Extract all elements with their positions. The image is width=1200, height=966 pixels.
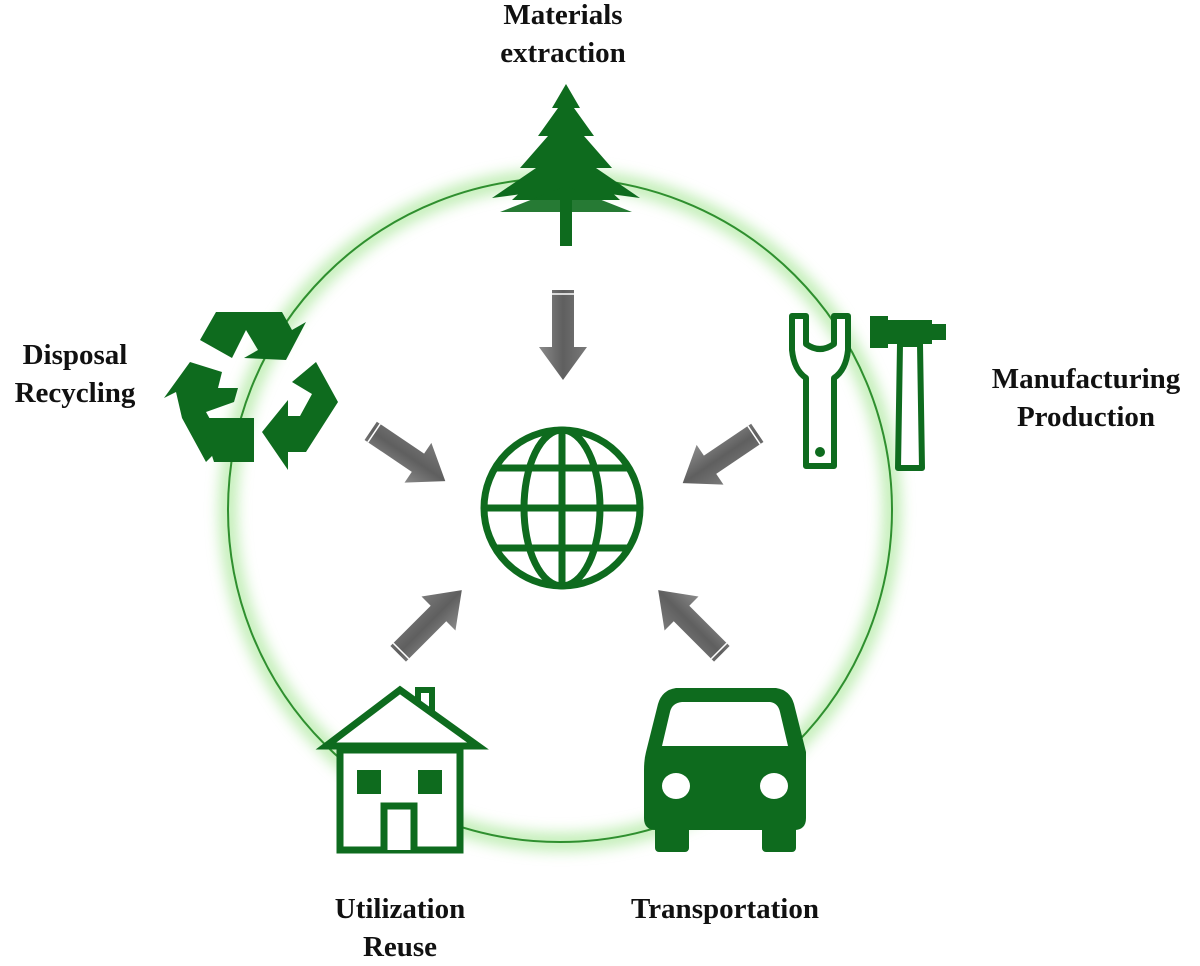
arrow-utilization [390,590,462,662]
arrow-manufacturing [682,423,764,485]
car-icon [644,688,806,852]
arrow-disposal [364,421,446,483]
arrow-transportation [658,590,730,662]
arrow-icon [390,590,462,662]
arrow-icon [682,423,764,485]
label-utilization-line2: Reuse [362,931,438,963]
arrow-icon [658,590,730,662]
wrench-hammer-icon [789,313,946,471]
label-manufacturing-line2: Production [1016,401,1156,433]
arrow-icon [364,421,446,483]
tree-icon [492,84,640,246]
label-manufacturing: Manufacturing Production [966,360,1200,436]
label-materials-line1: Materials [503,0,623,31]
label-materials-line2: extraction [500,37,626,69]
globe-icon [480,426,644,590]
label-disposal-line2: Recycling [14,377,136,409]
label-disposal-line1: Disposal [22,339,128,371]
label-utilization: Utilization Reuse [300,890,500,966]
arrow-materials [539,290,587,380]
recycle-icon [164,312,338,470]
label-transportation: Transportation [600,890,850,928]
label-disposal: Disposal Recycling [0,336,150,412]
label-manufacturing-line1: Manufacturing [991,363,1181,395]
label-utilization-line1: Utilization [334,893,466,925]
label-materials: Materials extraction [463,0,663,72]
house-icon [315,685,489,854]
label-transportation-line1: Transportation [631,893,819,925]
arrow-icon [539,290,587,380]
